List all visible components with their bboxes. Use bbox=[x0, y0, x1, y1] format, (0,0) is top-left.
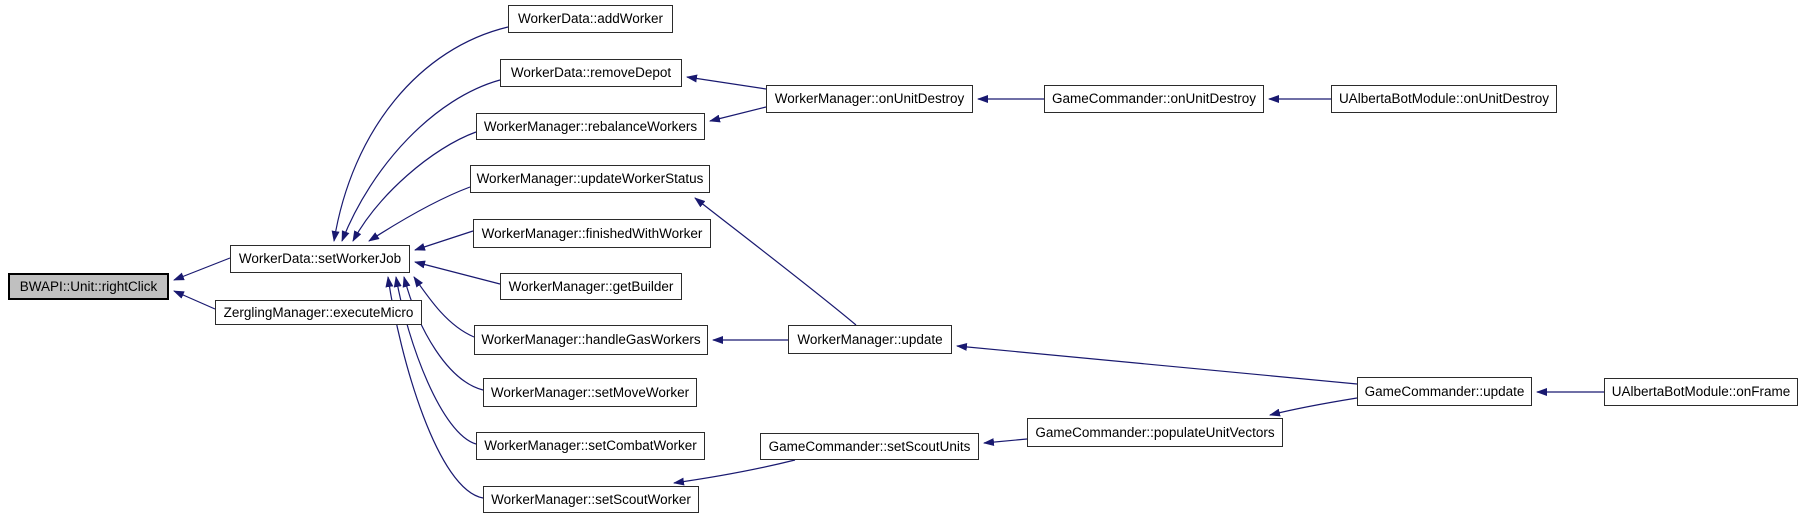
edge-workermanager-finishedwithworker-to-workerdata-setworkerjob bbox=[414, 230, 474, 251]
edge-workermanager-handlegasworkers-to-workerdata-setworkerjob bbox=[413, 276, 475, 338]
edge-gamecommander-populateunitvectors-to-gamecommander-setscoutunits bbox=[983, 438, 1028, 447]
edge-workermanager-setmoveworker-to-workerdata-setworkerjob bbox=[402, 276, 484, 391]
edge-workermanager-onunitdestroy-to-workerdata-removedepot bbox=[686, 74, 767, 90]
edge-workermanager-update-to-workermanager-updateworkerstatus bbox=[694, 197, 857, 326]
edge-workermanager-getbuilder-to-workerdata-setworkerjob bbox=[414, 260, 501, 285]
node-gamecommander-populateunitvectors[interactable]: GameCommander::populateUnitVectors bbox=[1027, 418, 1283, 447]
node-workermanager-setscoutworker[interactable]: WorkerManager::setScoutWorker bbox=[483, 486, 699, 513]
node-bwapi-unit-rightclick[interactable]: BWAPI::Unit::rightClick bbox=[8, 273, 169, 300]
edge-gamecommander-setscoutunits-to-workermanager-setscoutworker bbox=[673, 459, 796, 486]
edge-workermanager-updateworkerstatus-to-workerdata-setworkerjob bbox=[368, 186, 471, 242]
node-workermanager-finishedwithworker[interactable]: WorkerManager::finishedWithWorker bbox=[473, 219, 711, 248]
edge-gamecommander-update-to-workermanager-update bbox=[956, 342, 1358, 385]
edge-workermanager-onunitdestroy-to-workermanager-rebalanceworkers bbox=[709, 106, 767, 123]
edge-workermanager-rebalanceworkers-to-workerdata-setworkerjob bbox=[352, 131, 477, 242]
node-zerglingmanager-executemicro[interactable]: ZerglingManager::executeMicro bbox=[215, 300, 422, 325]
node-gamecommander-onunitdestroy[interactable]: GameCommander::onUnitDestroy bbox=[1044, 85, 1264, 113]
edge-gamecommander-update-to-gamecommander-populateunitvectors bbox=[1269, 397, 1358, 417]
node-workermanager-getbuilder[interactable]: WorkerManager::getBuilder bbox=[500, 273, 682, 300]
node-ualbertabotmodule-onunitdestroy[interactable]: UAlbertaBotModule::onUnitDestroy bbox=[1331, 85, 1557, 113]
node-gamecommander-setscoutunits[interactable]: GameCommander::setScoutUnits bbox=[760, 433, 979, 460]
node-workerdata-setworkerjob[interactable]: WorkerData::setWorkerJob bbox=[230, 245, 410, 273]
edge-workerdata-addworker-to-workerdata-setworkerjob bbox=[331, 26, 509, 242]
edge-zerglingmanager-executemicro-to-bwapi-unit-rightclick bbox=[173, 290, 216, 310]
edge-workerdata-setworkerjob-to-bwapi-unit-rightclick bbox=[173, 257, 231, 281]
node-gamecommander-update[interactable]: GameCommander::update bbox=[1357, 377, 1532, 406]
node-workerdata-addworker[interactable]: WorkerData::addWorker bbox=[508, 5, 673, 33]
node-workermanager-updateworkerstatus[interactable]: WorkerManager::updateWorkerStatus bbox=[470, 165, 710, 193]
node-workermanager-setmoveworker[interactable]: WorkerManager::setMoveWorker bbox=[483, 378, 697, 407]
edge-workerdata-removedepot-to-workerdata-setworkerjob bbox=[341, 79, 501, 242]
node-workerdata-removedepot[interactable]: WorkerData::removeDepot bbox=[500, 59, 682, 87]
node-workermanager-setcombatworker[interactable]: WorkerManager::setCombatWorker bbox=[476, 432, 705, 460]
node-workermanager-rebalanceworkers[interactable]: WorkerManager::rebalanceWorkers bbox=[476, 113, 705, 140]
node-workermanager-onunitdestroy[interactable]: WorkerManager::onUnitDestroy bbox=[766, 85, 973, 113]
node-workermanager-handlegasworkers[interactable]: WorkerManager::handleGasWorkers bbox=[474, 325, 708, 355]
node-ualbertabotmodule-onframe[interactable]: UAlbertaBotModule::onFrame bbox=[1604, 378, 1798, 406]
node-workermanager-update[interactable]: WorkerManager::update bbox=[788, 325, 952, 354]
